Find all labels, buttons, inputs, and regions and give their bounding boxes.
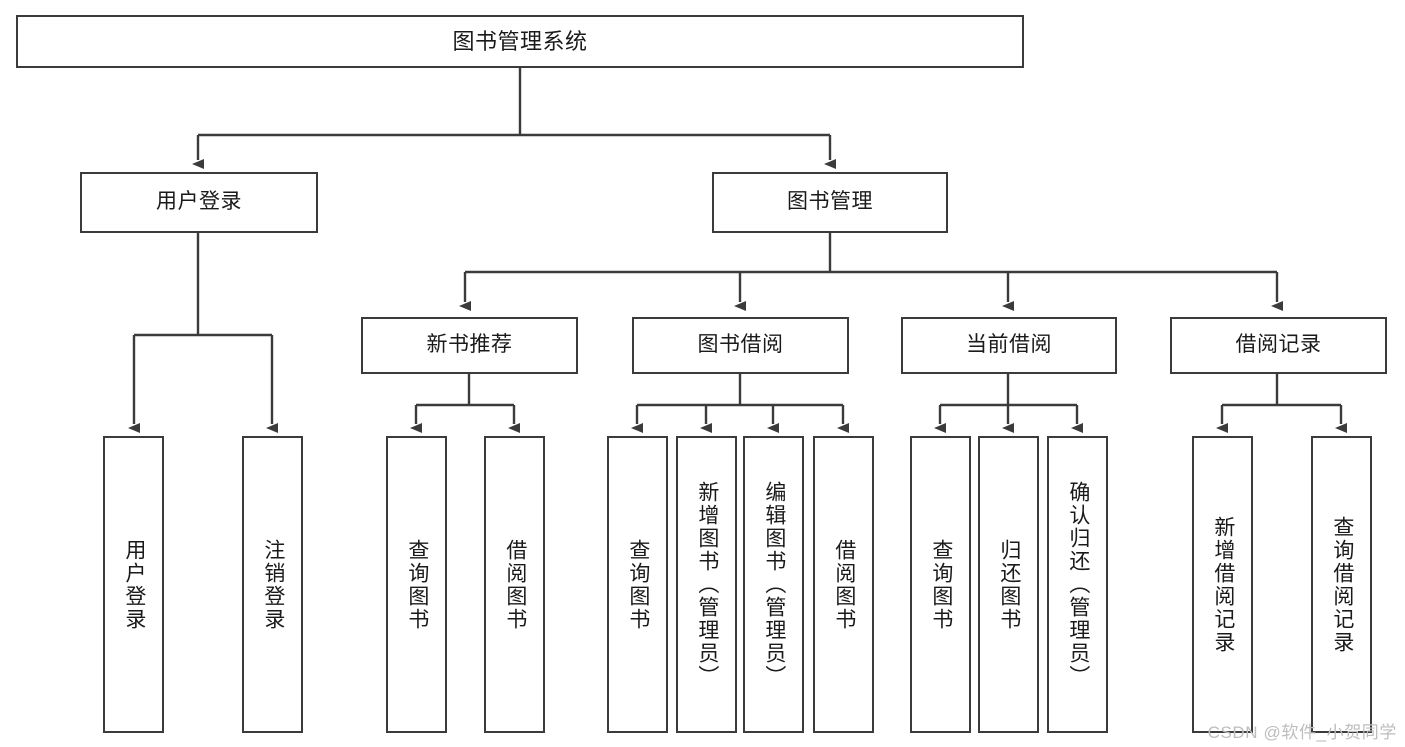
leaf-new-book-query[interactable]: 查询图书 <box>386 436 447 733</box>
watermark-text: CSDN @软件_小贺同学 <box>1207 723 1397 742</box>
leaf-user-login-signin[interactable]: 用户登录 <box>103 436 164 733</box>
leaf-current-borrow-return[interactable]: 归还图书 <box>978 436 1039 733</box>
leaf-borrow-record-add[interactable]: 新增借阅记录 <box>1192 436 1253 733</box>
leaf-current-borrow-query[interactable]: 查询图书 <box>910 436 971 733</box>
leaf-user-login-signout[interactable]: 注销登录 <box>242 436 303 733</box>
leaf-borrow-record-query[interactable]: 查询借阅记录 <box>1311 436 1372 733</box>
node-book-management[interactable]: 图书管理 <box>712 172 948 233</box>
node-root-system[interactable]: 图书管理系统 <box>16 15 1024 68</box>
leaf-book-borrow-borrow[interactable]: 借阅图书 <box>813 436 874 733</box>
leaf-current-borrow-confirm-return[interactable]: 确认归还（管理员） <box>1047 436 1108 733</box>
leaf-new-book-borrow[interactable]: 借阅图书 <box>484 436 545 733</box>
leaf-book-borrow-add[interactable]: 新增图书（管理员） <box>676 436 737 733</box>
leaf-book-borrow-edit[interactable]: 编辑图书（管理员） <box>743 436 804 733</box>
node-current-borrow[interactable]: 当前借阅 <box>901 317 1117 374</box>
node-borrow-record[interactable]: 借阅记录 <box>1170 317 1387 374</box>
leaf-book-borrow-query[interactable]: 查询图书 <box>607 436 668 733</box>
node-new-book-recommend[interactable]: 新书推荐 <box>361 317 578 374</box>
node-book-borrow[interactable]: 图书借阅 <box>632 317 849 374</box>
node-user-login[interactable]: 用户登录 <box>80 172 318 233</box>
